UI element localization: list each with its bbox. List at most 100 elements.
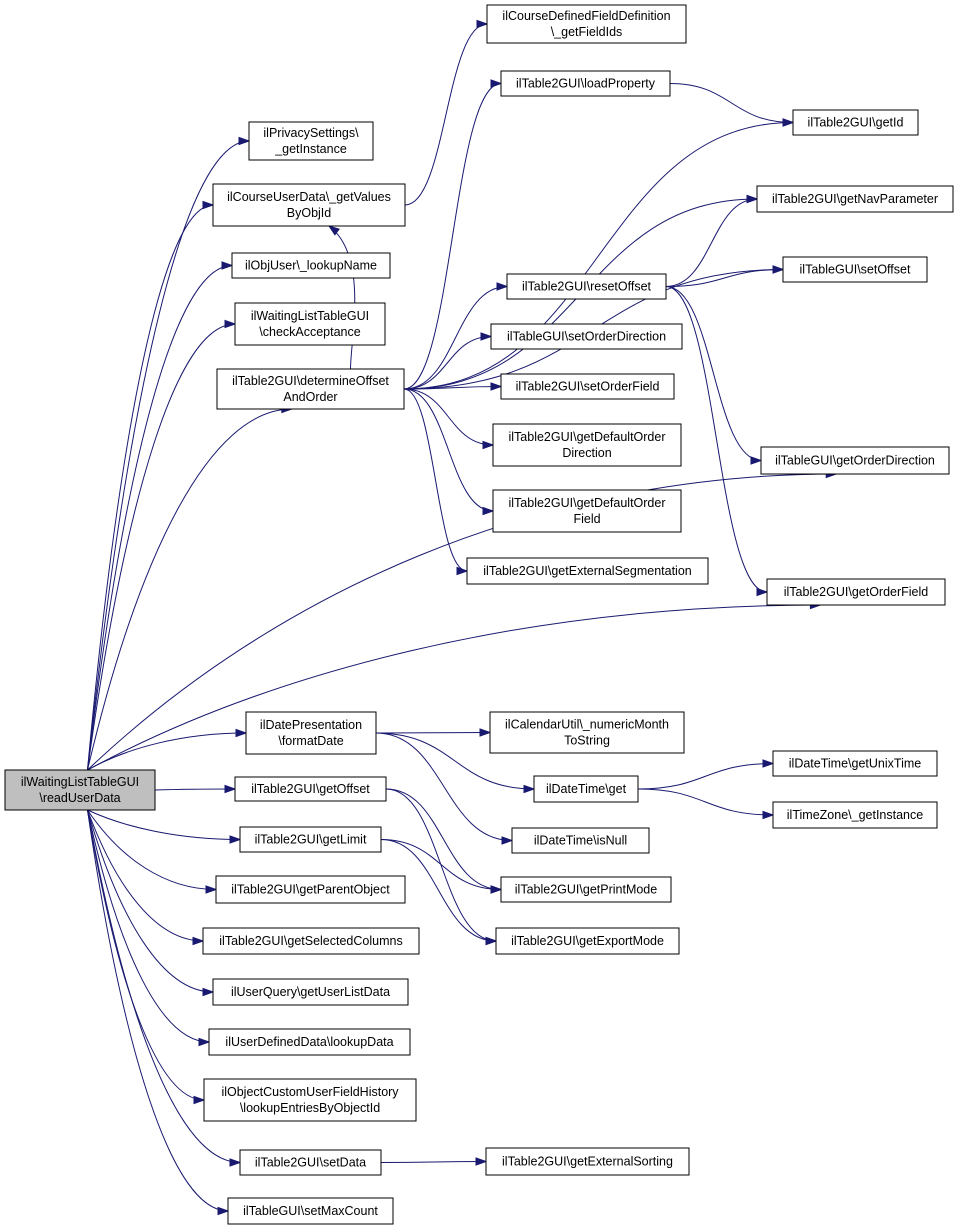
edge-arrowhead xyxy=(523,784,536,794)
node-lookupname[interactable]: ilObjUser\_lookupName xyxy=(231,252,391,279)
edge-arrowhead xyxy=(238,136,251,146)
node-getoffset[interactable]: ilTable2GUI\getOffset xyxy=(234,776,387,802)
node-label: ilTable2GUI\getDefaultOrder xyxy=(508,496,665,510)
node-getnavparam[interactable]: ilTable2GUI\getNavParameter xyxy=(756,185,954,213)
edge-line xyxy=(380,839,497,942)
node-coursedefined[interactable]: ilCourseDefinedFieldDefinition \_getField… xyxy=(486,4,687,44)
edge-root-to-getorderfield xyxy=(87,600,822,771)
node-getexternalsegmentation[interactable]: ilTable2GUI\getExternalSegmentation xyxy=(466,557,709,585)
edge-line xyxy=(403,386,502,390)
node-box xyxy=(212,183,406,227)
node-label: \_getFieldIds xyxy=(551,25,623,39)
edge-datetimeget-to-timezone xyxy=(637,788,775,820)
node-label: ilTable2GUI\loadProperty xyxy=(516,77,656,91)
edge-determine-to-getdefaultorderfield xyxy=(403,388,495,516)
edge-arrowhead xyxy=(217,1206,230,1216)
node-box xyxy=(239,1149,382,1176)
node-setmaxcount[interactable]: ilTableGUI\setMaxCount xyxy=(227,1197,394,1225)
edge-arrowhead xyxy=(482,440,495,450)
node-box xyxy=(4,769,156,811)
node-setorderdirection[interactable]: ilTableGUI\setOrderDirection xyxy=(490,323,683,350)
edge-resetoffset-to-getorderdirection xyxy=(665,286,763,465)
node-getlimit[interactable]: ilTable2GUI\getLimit xyxy=(239,826,382,853)
node-setdata[interactable]: ilTable2GUI\setData xyxy=(239,1149,382,1176)
edge-formatdate-to-isnull xyxy=(375,732,514,845)
node-label: \checkAcceptance xyxy=(259,325,360,339)
nodes-layer: ilWaitingListTableGUI\readUserData ilPriv… xyxy=(4,4,954,1225)
node-getprintmode[interactable]: ilTable2GUI\getPrintMode xyxy=(500,876,672,903)
node-root[interactable]: ilWaitingListTableGUI\readUserData xyxy=(4,769,156,811)
node-label: ilCourseDefinedFieldDefinition xyxy=(502,9,670,23)
edge-line xyxy=(87,809,214,993)
edge-formatdate-to-numericmonth xyxy=(375,728,492,737)
node-box xyxy=(760,446,950,475)
edge-arrowhead xyxy=(485,936,498,946)
node-setoffset[interactable]: ilTableGUI\setOffset xyxy=(782,256,928,283)
node-resetoffset[interactable]: ilTable2GUI\resetOffset xyxy=(506,273,667,300)
node-label: ilTable2GUI\getExportMode xyxy=(511,934,664,948)
node-getexternalsorting[interactable]: ilTable2GUI\getExternalSorting xyxy=(485,1147,690,1176)
edge-line xyxy=(665,198,758,287)
edge-arrowhead xyxy=(482,506,495,516)
node-label: \readUserData xyxy=(39,791,120,805)
edge-line xyxy=(403,83,502,390)
node-box xyxy=(511,827,650,854)
node-getuserlistdata[interactable]: ilUserQuery\getUserListData xyxy=(212,978,409,1006)
edge-line xyxy=(87,809,229,1212)
node-box xyxy=(239,826,382,853)
node-timezone[interactable]: ilTimeZone\_getInstance xyxy=(772,801,938,829)
node-label: ilDateTime\isNull xyxy=(534,834,627,848)
node-getparentobject[interactable]: ilTable2GUI\getParentObject xyxy=(215,875,406,904)
node-privacy[interactable]: ilPrivacySettings\_getInstance xyxy=(248,121,374,161)
node-getorderdirection[interactable]: ilTableGUI\getOrderDirection xyxy=(760,446,950,475)
node-label: ilTable2GUI\getPrintMode xyxy=(515,883,657,897)
edge-line xyxy=(403,388,494,446)
node-box xyxy=(486,4,687,44)
node-box xyxy=(245,711,377,755)
node-label: \formatDate xyxy=(278,734,343,748)
node-box xyxy=(203,1078,417,1122)
edge-line xyxy=(375,732,513,841)
node-getselectedcolumns[interactable]: ilTable2GUI\getSelectedColumns xyxy=(202,927,420,955)
edge-determine-to-setorderdirection xyxy=(403,332,493,390)
node-formatdate[interactable]: ilDatePresentation\formatDate xyxy=(245,711,377,755)
node-datetimeget[interactable]: ilDateTime\get xyxy=(533,775,639,803)
node-getunixtime[interactable]: ilDateTime\getUnixTime xyxy=(772,750,938,777)
edge-root-to-privacy xyxy=(87,136,251,771)
edge-arrowhead xyxy=(198,1037,211,1047)
edge-root-to-customuserfield xyxy=(87,809,206,1105)
node-box xyxy=(500,70,671,97)
edge-setdata-to-getexternalsorting xyxy=(380,1157,488,1166)
node-customuserfield[interactable]: ilObjectCustomUserFieldHistory\lookupEnt… xyxy=(203,1078,417,1122)
edge-root-to-setmaxcount xyxy=(87,809,230,1216)
edge-line xyxy=(637,788,774,816)
edge-resetoffset-to-getnavparam xyxy=(665,194,759,287)
node-checkacceptance[interactable]: ilWaitingListTableGUI\checkAcceptance xyxy=(234,302,386,346)
node-lookupdata[interactable]: ilUserDefinedData\lookupData xyxy=(208,1028,411,1056)
node-box xyxy=(772,750,938,777)
edge-arrowhead xyxy=(202,200,215,210)
edge-line xyxy=(403,388,468,572)
edge-arrowhead xyxy=(490,79,503,88)
node-setorderfield[interactable]: ilTable2GUI\setOrderField xyxy=(500,373,675,400)
edge-arrowhead xyxy=(782,118,795,127)
node-getorderfield[interactable]: ilTable2GUI\getOrderField xyxy=(766,578,946,606)
node-loadproperty[interactable]: ilTable2GUI\loadProperty xyxy=(500,70,671,97)
edge-loadproperty-to-getid xyxy=(669,83,795,127)
node-isnull[interactable]: ilDateTime\isNull xyxy=(511,827,650,854)
node-getid[interactable]: ilTable2GUI\getId xyxy=(792,109,919,136)
edge-arrowhead xyxy=(772,265,785,274)
node-getexportmode[interactable]: ilTable2GUI\getExportMode xyxy=(495,927,680,955)
edge-line xyxy=(669,83,794,123)
edge-line xyxy=(404,23,488,206)
edge-line xyxy=(87,408,292,771)
edge-line xyxy=(403,286,508,390)
edge-arrowhead xyxy=(235,728,248,738)
edge-root-to-lookupname xyxy=(87,261,234,771)
